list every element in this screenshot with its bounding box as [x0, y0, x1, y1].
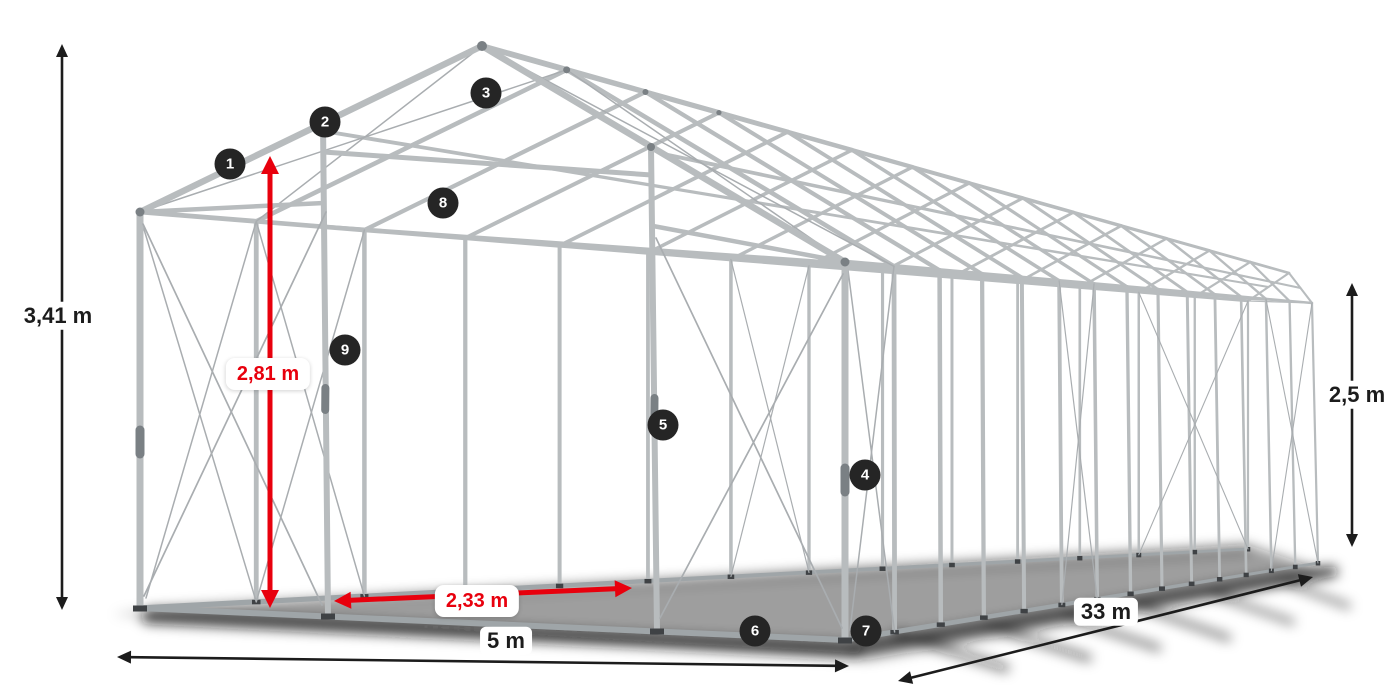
callout-4[interactable]: 4 — [849, 459, 881, 491]
dimension-label-entrance-height: 2,81 m — [225, 358, 311, 390]
callout-1[interactable]: 1 — [214, 148, 246, 180]
callout-3[interactable]: 3 — [470, 77, 502, 109]
tent-frame — [133, 41, 1321, 644]
dimension-label-length: 33 m — [1073, 597, 1139, 627]
dimension-label-entrance-width: 2,33 m — [434, 585, 520, 617]
dimension-label-side-height: 2,5 m — [1321, 380, 1393, 410]
callout-2[interactable]: 2 — [309, 106, 341, 138]
callout-7[interactable]: 7 — [850, 615, 882, 647]
callout-5[interactable]: 5 — [647, 409, 679, 441]
dimension-label-total-height: 3,41 m — [16, 301, 100, 331]
callout-8[interactable]: 8 — [427, 187, 459, 219]
callout-9[interactable]: 9 — [329, 334, 361, 366]
dimension-label-width: 5 m — [480, 626, 532, 656]
callout-6[interactable]: 6 — [739, 615, 771, 647]
